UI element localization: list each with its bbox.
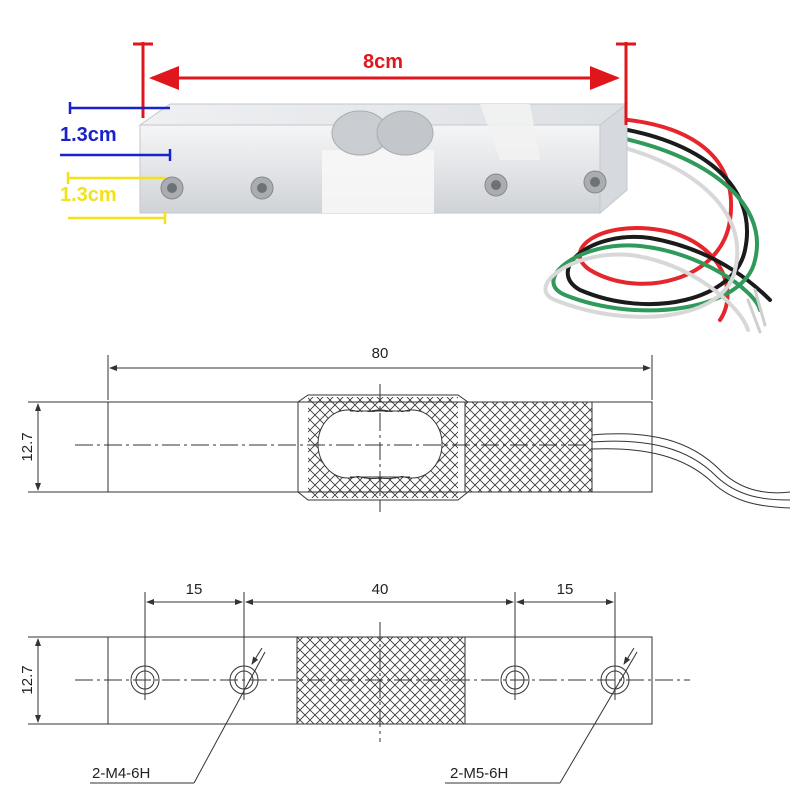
wire-red (577, 116, 734, 322)
top-view-left-pitch-label: 15 (186, 581, 203, 598)
height-dimension: 1.3cm (60, 102, 172, 161)
left-thread-leader (193, 651, 266, 784)
wire-bundle (543, 116, 772, 334)
wire-black (565, 124, 772, 307)
top-view-height-label: 12.7 (19, 665, 36, 694)
side-view-wires (591, 433, 791, 509)
width-label: 1.3cm (60, 184, 117, 206)
right-thread-leader (559, 651, 638, 784)
wire-green (551, 132, 762, 313)
length-dimension: 8cm (133, 42, 636, 125)
center-hole-right (376, 110, 434, 156)
right-thread-label: 2-M5-6H (450, 765, 508, 782)
side-view-drawing (28, 355, 791, 512)
width-dimension: 1.3cm (60, 172, 167, 224)
product-photo (138, 102, 772, 334)
top-view-drawing (28, 592, 690, 784)
wire-white (543, 140, 750, 332)
top-view-middle-pitch-label: 40 (372, 581, 389, 598)
top-view-right-pitch-label: 15 (557, 581, 574, 598)
strain-gauge-cover (322, 150, 434, 213)
side-view-length-label: 80 (372, 345, 389, 362)
side-view-height-label: 12.7 (19, 432, 36, 461)
length-label: 8cm (363, 51, 403, 73)
height-label: 1.3cm (60, 124, 117, 146)
left-thread-label: 2-M4-6H (92, 765, 150, 782)
